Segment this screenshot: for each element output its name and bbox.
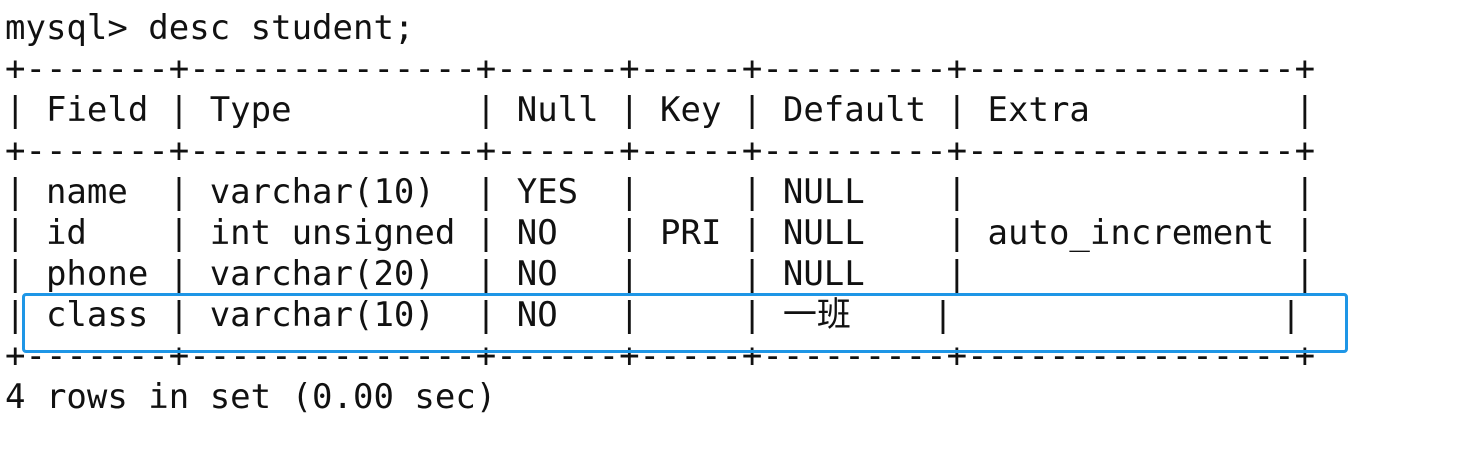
table-border-top: +-------+--------------+------+-----+---… xyxy=(5,49,1316,89)
table-row-name: | name | varchar(10) | YES | | NULL | | xyxy=(5,172,1316,212)
result-summary: 4 rows in set (0.00 sec) xyxy=(5,377,497,417)
table-header-row: | Field | Type | Null | Key | Default | … xyxy=(5,90,1316,130)
table-border-bottom: +-------+--------------+------+-----+---… xyxy=(5,336,1316,376)
mysql-prompt-line: mysql> desc student; xyxy=(5,8,415,48)
terminal-output: mysql> desc student; +-------+----------… xyxy=(5,8,1445,418)
table-row-id: | id | int unsigned | NO | PRI | NULL | … xyxy=(5,213,1316,253)
table-border-header-separator: +-------+--------------+------+-----+---… xyxy=(5,131,1316,171)
table-row-phone: | phone | varchar(20) | NO | | NULL | | xyxy=(5,254,1316,294)
table-row-class: | class | varchar(10) | NO | | 一班 | | xyxy=(5,295,1302,335)
